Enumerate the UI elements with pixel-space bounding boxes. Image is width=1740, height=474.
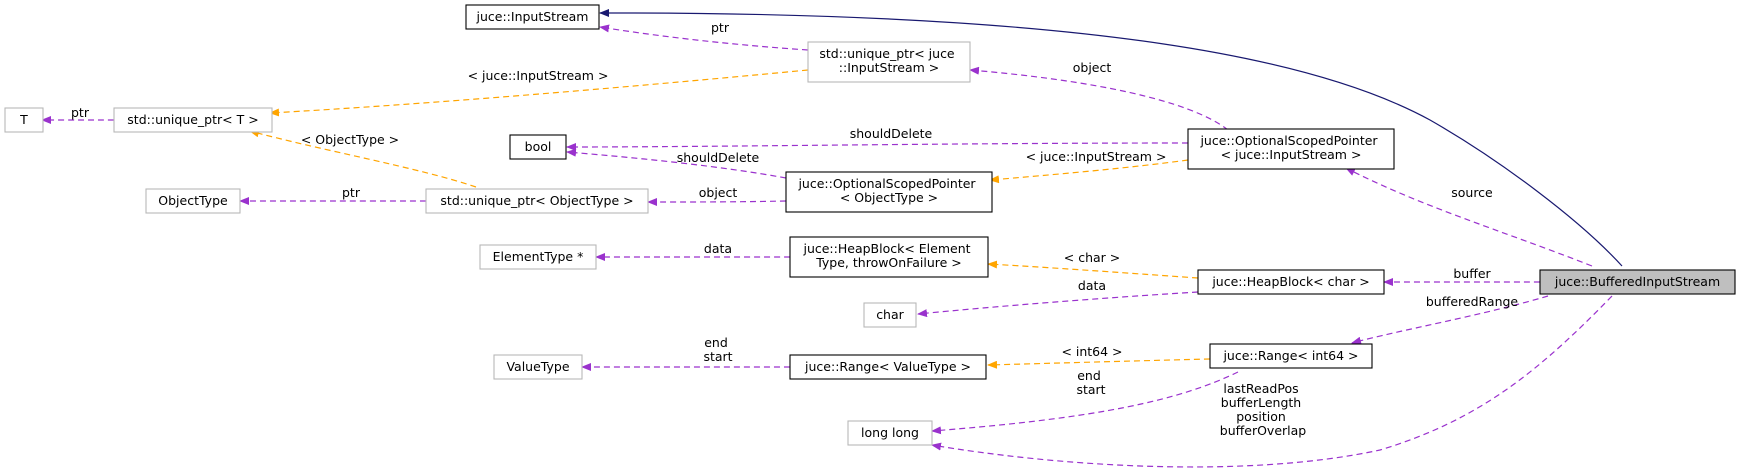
node-value-type[interactable]: ValueType <box>493 354 583 380</box>
node-input-stream[interactable]: juce::InputStream <box>465 4 600 30</box>
label-source: source <box>1451 185 1493 200</box>
svg-text:std::unique_ptr< T >: std::unique_ptr< T > <box>127 112 258 127</box>
svg-text:ElementType *: ElementType * <box>493 249 584 264</box>
edge-template-char <box>987 260 1199 279</box>
svg-text:char: char <box>876 307 904 322</box>
label-end-start-2: end start <box>1076 368 1105 397</box>
label-buffered-range: bufferedRange <box>1426 294 1519 309</box>
svg-text:ObjectType: ObjectType <box>158 193 228 208</box>
label-template-object-type: < ObjectType > <box>301 132 399 147</box>
edge-long-long-members <box>931 295 1613 468</box>
node-range-value-type[interactable]: juce::Range< ValueType > <box>789 354 987 380</box>
label-object-2: object <box>699 185 738 200</box>
node-char[interactable]: char <box>863 302 917 328</box>
edge-inherit-input-stream <box>599 8 1623 267</box>
label-should-delete-1: shouldDelete <box>850 126 933 141</box>
svg-text:long long: long long <box>861 425 919 440</box>
svg-text:juce::Range< ValueType >: juce::Range< ValueType > <box>804 359 971 374</box>
edge-object-1 <box>969 66 1229 131</box>
edge-template-object-type <box>249 129 477 188</box>
edge-template-input-stream-2 <box>989 159 1189 184</box>
node-unique-ptr-t[interactable]: std::unique_ptr< T > <box>113 107 273 133</box>
nodes: juce::InputStream std::unique_ptr< juce … <box>4 4 1736 446</box>
node-bool[interactable]: bool <box>509 134 567 160</box>
edge-ptr-input <box>599 24 809 51</box>
node-optional-scoped-pointer-object-type[interactable]: juce::OptionalScopedPointer < ObjectType… <box>785 171 993 213</box>
label-data-1: data <box>704 241 732 256</box>
label-template-input-stream-1: < juce::InputStream > <box>468 68 609 83</box>
label-template-int64: < int64 > <box>1061 344 1122 359</box>
label-end-start-1: end start <box>703 335 732 364</box>
label-ptr-input: ptr <box>711 20 730 35</box>
edge-source <box>1345 167 1593 267</box>
edge-labels: ptr < juce::InputStream > object ptr sho… <box>71 20 1518 438</box>
svg-text:bool: bool <box>525 139 552 154</box>
svg-text:juce::InputStream: juce::InputStream <box>476 9 589 24</box>
edge-data-2 <box>917 291 1199 318</box>
label-data-2: data <box>1078 278 1106 293</box>
node-heap-block-element-type[interactable]: juce::HeapBlock< Element Type, throwOnFa… <box>789 236 989 278</box>
label-template-char: < char > <box>1064 250 1121 265</box>
node-heap-block-char[interactable]: juce::HeapBlock< char > <box>1197 269 1385 295</box>
node-element-type[interactable]: ElementType * <box>479 244 597 270</box>
node-buffered-input-stream[interactable]: juce::BufferedInputStream <box>1539 269 1736 295</box>
node-optional-scoped-pointer-input-stream[interactable]: juce::OptionalScopedPointer < juce::Inpu… <box>1187 128 1395 170</box>
edge-template-int64 <box>987 358 1211 369</box>
edge-template-input-stream-1 <box>269 69 809 117</box>
svg-text:juce::OptionalScopedPointer: juce::OptionalScopedPointer < juce::Inpu… <box>1199 133 1381 162</box>
edge-end-start-2 <box>931 371 1239 435</box>
svg-text:juce::BufferedInputStream: juce::BufferedInputStream <box>1554 274 1720 289</box>
svg-text:ValueType: ValueType <box>506 359 569 374</box>
label-template-input-stream-2: < juce::InputStream > <box>1026 149 1167 164</box>
edge-object-2 <box>647 197 787 206</box>
svg-text:juce::HeapBlock< Element: juce::HeapBlock< Element Type, throwOnFa… <box>802 241 974 270</box>
node-t[interactable]: T <box>4 107 44 133</box>
edge-should-delete-2 <box>566 148 787 179</box>
label-should-delete-2: shouldDelete <box>677 150 760 165</box>
svg-text:std::unique_ptr< ObjectType >: std::unique_ptr< ObjectType > <box>440 193 633 208</box>
label-ptr-object: ptr <box>342 185 361 200</box>
label-object-1: object <box>1073 60 1112 75</box>
edges <box>41 8 1623 468</box>
svg-text:juce::Range< int64 >: juce::Range< int64 > <box>1222 348 1358 363</box>
node-long-long[interactable]: long long <box>847 420 933 446</box>
node-unique-ptr-input-stream[interactable]: std::unique_ptr< juce ::InputStream > <box>807 41 971 83</box>
edge-should-delete-1 <box>566 142 1189 151</box>
svg-text:juce::HeapBlock< char >: juce::HeapBlock< char > <box>1211 274 1369 289</box>
label-long-long-members: lastReadPos bufferLength position buffer… <box>1220 381 1306 438</box>
label-ptr-t: ptr <box>71 105 90 120</box>
edge-buffered-range <box>1351 295 1549 345</box>
svg-text:std::unique_ptr< juce: std::unique_ptr< juce ::InputStream > <box>819 46 958 75</box>
node-unique-ptr-object-type[interactable]: std::unique_ptr< ObjectType > <box>425 188 649 214</box>
svg-text:juce::OptionalScopedPointer: juce::OptionalScopedPointer < ObjectType… <box>797 176 979 205</box>
node-object-type[interactable]: ObjectType <box>145 188 241 214</box>
svg-text:T: T <box>19 112 28 127</box>
label-buffer: buffer <box>1453 266 1491 281</box>
node-range-int64[interactable]: juce::Range< int64 > <box>1209 343 1373 369</box>
